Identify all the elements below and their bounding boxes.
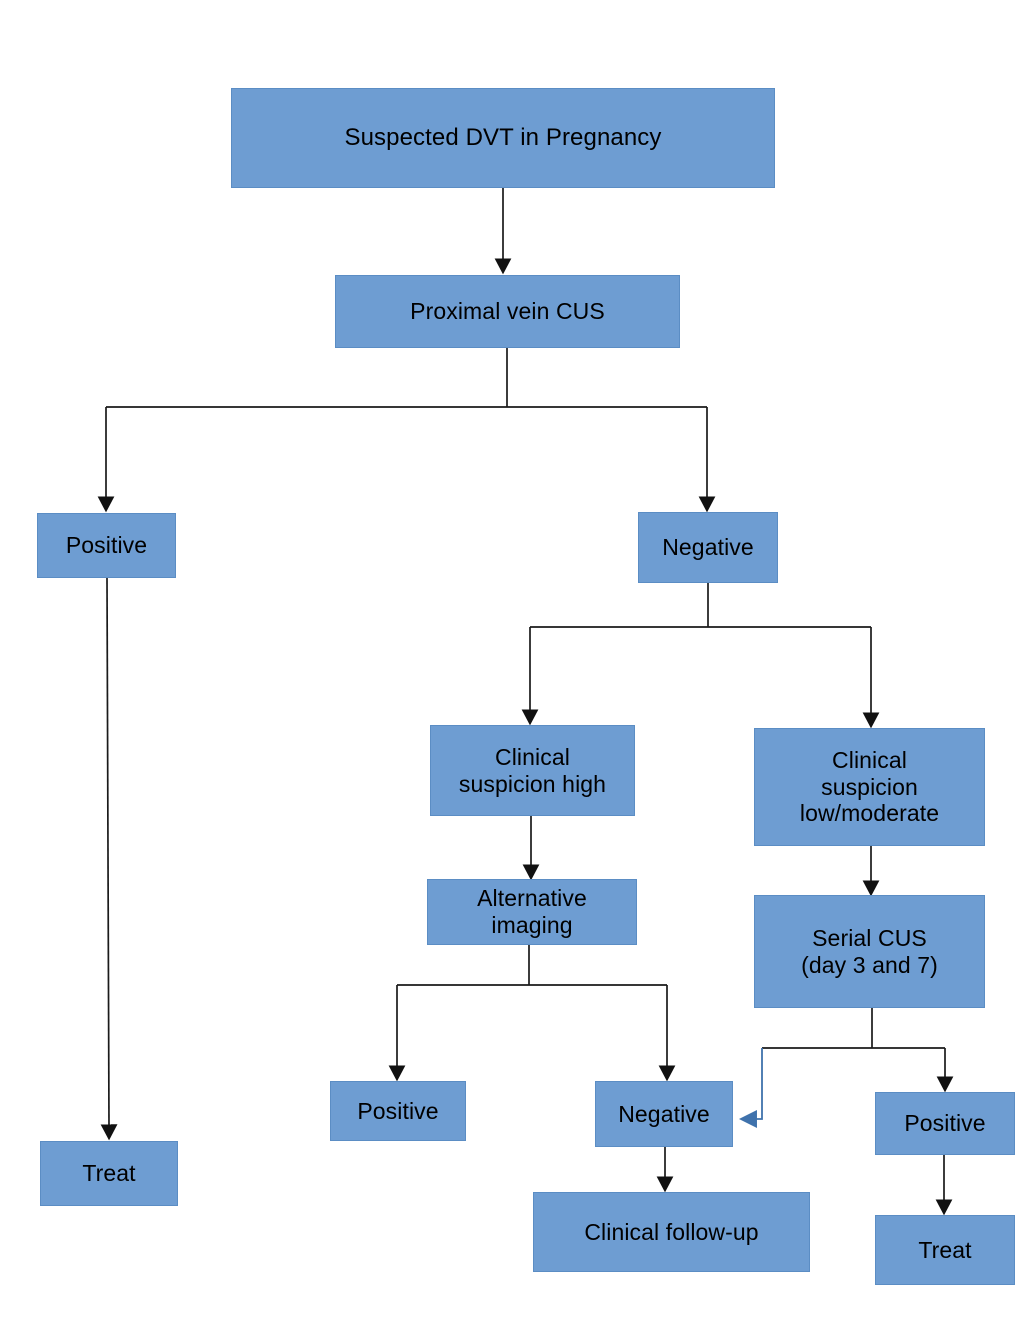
node-alternative-imaging-positive[interactable]: Positive <box>330 1081 466 1141</box>
node-proximal-vein-cus[interactable]: Proximal vein CUS <box>335 275 680 348</box>
node-treat-right[interactable]: Treat <box>875 1215 1015 1285</box>
node-serial-cus[interactable]: Serial CUS (day 3 and 7) <box>754 895 985 1008</box>
node-alternative-imaging[interactable]: Alternative imaging <box>427 879 637 945</box>
node-clinical-follow-up[interactable]: Clinical follow-up <box>533 1192 810 1272</box>
node-cus-result-positive[interactable]: Positive <box>37 513 176 578</box>
edge-positive-to-treat <box>100 577 118 1141</box>
node-treat-left[interactable]: Treat <box>40 1141 178 1206</box>
node-alternative-imaging-negative[interactable]: Negative <box>595 1081 733 1147</box>
node-cus-result-negative[interactable]: Negative <box>638 512 778 583</box>
node-clinical-suspicion-high[interactable]: Clinical suspicion high <box>430 725 635 816</box>
node-clinical-suspicion-low-moderate[interactable]: Clinical suspicion low/moderate <box>754 728 985 846</box>
edge-serialcus-to-negative <box>738 1048 763 1128</box>
node-serial-cus-positive[interactable]: Positive <box>875 1092 1015 1155</box>
node-suspected-dvt-in-pregnancy[interactable]: Suspected DVT in Pregnancy <box>231 88 775 188</box>
